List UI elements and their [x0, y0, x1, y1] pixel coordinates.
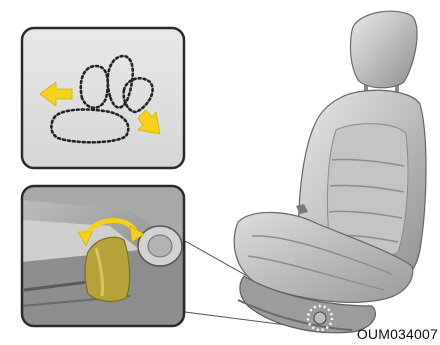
figure-code: OUM034007	[357, 326, 438, 342]
lever-closeup-panel	[22, 186, 184, 330]
headrest	[350, 11, 417, 88]
recliner-knob	[314, 312, 326, 324]
seat-illustration	[234, 11, 426, 333]
recline-lever	[85, 237, 130, 301]
seat-motion-panel	[22, 28, 184, 168]
